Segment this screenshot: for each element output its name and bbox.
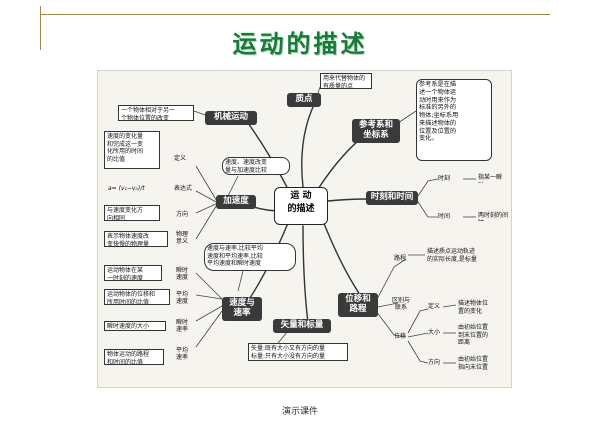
label-direction: 方向 (176, 211, 189, 218)
label-path: 路程 (394, 255, 407, 262)
label-displacement-direction: 方向 (428, 359, 441, 366)
box-reference-frame-def: 参考系是在描 述一个物体运 动时用来作为 标准的另外的 物体;坐标系用 来描述物… (416, 79, 492, 161)
node-displacement-path: 位移和 路程 (338, 293, 378, 317)
node-reference-frame: 参考系和 坐标系 (352, 119, 400, 143)
box-acceleration-def: 速度的变化量 和完成这一变 化所用的时间 的比值 (104, 131, 160, 169)
slide-frame-left-line (40, 6, 41, 50)
node-time-moment: 时刻和时间 (366, 191, 418, 205)
box-vector-scalar-def: 矢量:既有大小又有方向的量 标量:只有大小没有方向的量 (248, 343, 348, 361)
box-displacement-size: 由初始位置 到末位置的 距离 (458, 324, 489, 346)
node-particle: 质点 (287, 93, 321, 107)
label-moment: 时刻 (438, 175, 451, 182)
box-average-velocity-def: 运动物体的位移和 所用时间的比值 (104, 289, 170, 305)
box-average-speed-def: 物体运动的路程 和时间的比值 (104, 349, 164, 365)
node-mechanical-motion: 机械运动 (205, 111, 257, 125)
slide-footer: 演示课件 (281, 407, 318, 417)
center-topic: 运 动 的描述 (274, 187, 328, 225)
slide-title: 运动的描述 (232, 30, 368, 58)
label-displacement-definition: 定义 (428, 303, 441, 310)
box-instant-speed-def: 瞬时速度的大小 (104, 321, 166, 331)
box-mechanical-motion-def: 一个物体相对于另一 个物体位置的改变 (118, 105, 194, 121)
label-size: 大小 (428, 329, 441, 336)
label-instant-speed: 瞬时 速率 (176, 319, 189, 334)
label-physical-meaning: 物理 意义 (176, 231, 189, 246)
box-particle-def: 用来代替物体的 有质量的点 (320, 73, 372, 89)
box-displacement-def: 描述物体位 置的变化 (458, 300, 489, 315)
node-velocity-speed: 速度与 速率 (222, 297, 262, 321)
label-average-speed: 平均 速率 (176, 347, 189, 362)
mind-map: 运 动 的描述 机械运动 质点 参考系和 坐标系 时刻和时间 加速度 位移和 路… (97, 70, 512, 388)
box-acceleration-compare: 速度、速度改变 量与加速度比较 (222, 157, 290, 175)
node-acceleration: 加速度 (216, 195, 256, 209)
acceleration-formula: a= (v₁−v₀)/t (108, 185, 145, 192)
label-difference-relation: 区别与 联系 (392, 297, 411, 312)
box-path-def: 描述质点运动轨迹 的实际长度,是标量 (427, 248, 477, 263)
box-acceleration-direction: 与速度变化方 向相同 (104, 205, 160, 221)
node-vector-scalar: 矢量和标量 (273, 319, 331, 333)
label-displacement: 位移 (394, 333, 407, 340)
box-moment-def: 指某一瞬时 (478, 174, 503, 183)
box-acceleration-meaning: 表示物体速度改 变快慢的物理量 (104, 231, 168, 247)
label-average-velocity: 平均 速度 (176, 291, 189, 306)
box-instant-velocity-def: 运动物体在某 一时刻的速度 (104, 265, 162, 281)
label-definition: 定义 (174, 155, 187, 162)
box-speed-compare: 速度与速率,比较平均 速度和平均速率,比较 平均速度和瞬时速度 (204, 243, 296, 271)
label-instant-velocity: 瞬时 速度 (176, 267, 189, 282)
slide-frame-top-line (40, 14, 550, 15)
label-expression: 表达式 (174, 185, 193, 192)
box-displacement-direction: 由初始位置 指向末位置 (458, 356, 489, 371)
label-interval: 时间 (438, 213, 451, 220)
box-interval-def: 两时刻的间隔 (478, 212, 509, 221)
